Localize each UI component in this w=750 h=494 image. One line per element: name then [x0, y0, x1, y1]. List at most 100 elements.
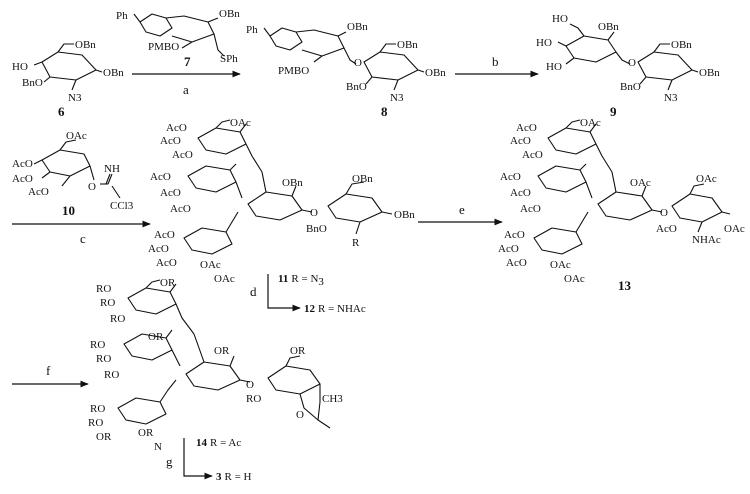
compound-number: 6: [58, 104, 65, 119]
substituent-label: RO: [90, 339, 105, 351]
substituent-label: OAc: [200, 259, 221, 271]
substituent-label: AcO: [154, 229, 175, 241]
substituent-label: OR: [138, 427, 154, 439]
substituent-label: R: [352, 237, 360, 249]
step-label: b: [492, 54, 499, 69]
substituent-label: AcO: [498, 243, 519, 255]
substituent-label: OR: [148, 331, 164, 343]
step-label: d: [250, 284, 257, 299]
substituent-label: N3: [664, 92, 678, 104]
substituent-label: O: [88, 181, 96, 193]
step-label: c: [80, 231, 86, 246]
substituent-label: OBn: [282, 177, 303, 189]
substituent-label: PMBO: [278, 65, 309, 77]
substituent-label: O: [628, 57, 636, 69]
substituent-label: HO: [546, 61, 562, 73]
compound-11: AcO OAc AcO AcO AcO AcO AcO OBn OBn O Bn…: [148, 117, 415, 285]
substituent-label: AcO: [504, 229, 525, 241]
substituent-label: RO: [104, 369, 119, 381]
substituent-label: CH3: [322, 393, 343, 405]
substituent-label: AcO: [522, 149, 543, 161]
substituent-label: OAc: [580, 117, 601, 129]
substituent-label: O: [660, 207, 668, 219]
substituent-label: O: [310, 207, 318, 219]
substituent-label: O: [246, 379, 254, 391]
substituent-label: Ph: [116, 10, 128, 22]
substituent-label: PMBO: [148, 41, 179, 53]
substituent-label: AcO: [160, 135, 181, 147]
substituent-label: AcO: [148, 243, 169, 255]
substituent-label: OBn: [352, 173, 373, 185]
compound-7: Ph OBn PMBO SPh 7: [116, 8, 240, 69]
substituent-label: BnO: [346, 81, 367, 93]
substituent-label: OBn: [699, 67, 720, 79]
substituent-label: OAc: [724, 223, 745, 235]
substituent-label: RO: [96, 283, 111, 295]
compound-10: OAc AcO AcO AcO NH O CCl3 10: [12, 130, 134, 218]
substituent-label: O: [296, 409, 304, 421]
substituent-label: AcO: [510, 187, 531, 199]
substituent-label: OAc: [230, 117, 251, 129]
reaction-arrow-d: [267, 274, 301, 312]
substituent-label: OBn: [425, 67, 446, 79]
substituent-label: BnO: [620, 81, 641, 93]
substituent-label: AcO: [500, 171, 521, 183]
substituent-label: OBn: [75, 39, 96, 51]
compound-6: OBn HO BnO N3 OBn 6: [12, 39, 124, 119]
substituent-label: AcO: [150, 171, 171, 183]
substituent-label: HO: [552, 13, 568, 25]
substituent-label: AcO: [166, 122, 187, 134]
substituent-label: AcO: [170, 203, 191, 215]
substituent-label: OAc: [66, 130, 87, 142]
reaction-arrow-g: [183, 438, 213, 480]
compound-8: Ph OBn PMBO O OBn BnO N3 OBn 8: [246, 21, 446, 119]
substituent-label: AcO: [156, 257, 177, 269]
substituent-label: AcO: [656, 223, 677, 235]
substituent-label: RO: [110, 313, 125, 325]
step-label: f: [46, 363, 51, 378]
substituent-label: OBn: [219, 8, 240, 20]
substituent-label: OBn: [671, 39, 692, 51]
substituent-label: BnO: [306, 223, 327, 235]
substituent-label: NH: [104, 163, 120, 175]
substituent-label: AcO: [520, 203, 541, 215]
substituent-label: OBn: [103, 67, 124, 79]
substituent-label: CCl3: [110, 200, 134, 212]
compound-14: RO OR RO RO RO OR RO RO OR OR O RO RO RO…: [88, 277, 343, 453]
substituent-label: AcO: [172, 149, 193, 161]
compound-number: 7: [184, 54, 191, 69]
substituent-label: OAc: [564, 273, 585, 285]
substituent-label: OBn: [397, 39, 418, 51]
substituent-label: OR: [214, 345, 230, 357]
step-label: a: [183, 82, 189, 97]
substituent-label: AcO: [160, 187, 181, 199]
compound-number: 8: [381, 104, 388, 119]
substituent-label: OAc: [550, 259, 571, 271]
compound-number: 9: [610, 104, 617, 119]
substituent-label: O: [354, 57, 362, 69]
substituent-label: OR: [290, 345, 306, 357]
step-label: g: [166, 454, 173, 469]
substituent-label: RO: [100, 297, 115, 309]
substituent-label: NHAc: [692, 234, 721, 246]
compound-13: AcO OAc AcO AcO AcO AcO AcO OAc OAc O Ac…: [498, 117, 745, 293]
substituent-label: Ph: [246, 24, 258, 36]
substituent-label: AcO: [12, 158, 33, 170]
substituent-label: OAc: [696, 173, 717, 185]
substituent-label: OBn: [394, 209, 415, 221]
substituent-label: HO: [536, 37, 552, 49]
substituent-label: AcO: [12, 173, 33, 185]
substituent-label: RO: [246, 393, 261, 405]
substituent-label: OAc: [214, 273, 235, 285]
substituent-label: AcO: [28, 186, 49, 198]
substituent-label: HO: [12, 61, 28, 73]
substituent-label: OBn: [347, 21, 368, 33]
compound-9: HO OBn HO HO O OBn BnO N3 OBn 9: [536, 13, 720, 119]
compound-number: 10: [62, 203, 75, 218]
